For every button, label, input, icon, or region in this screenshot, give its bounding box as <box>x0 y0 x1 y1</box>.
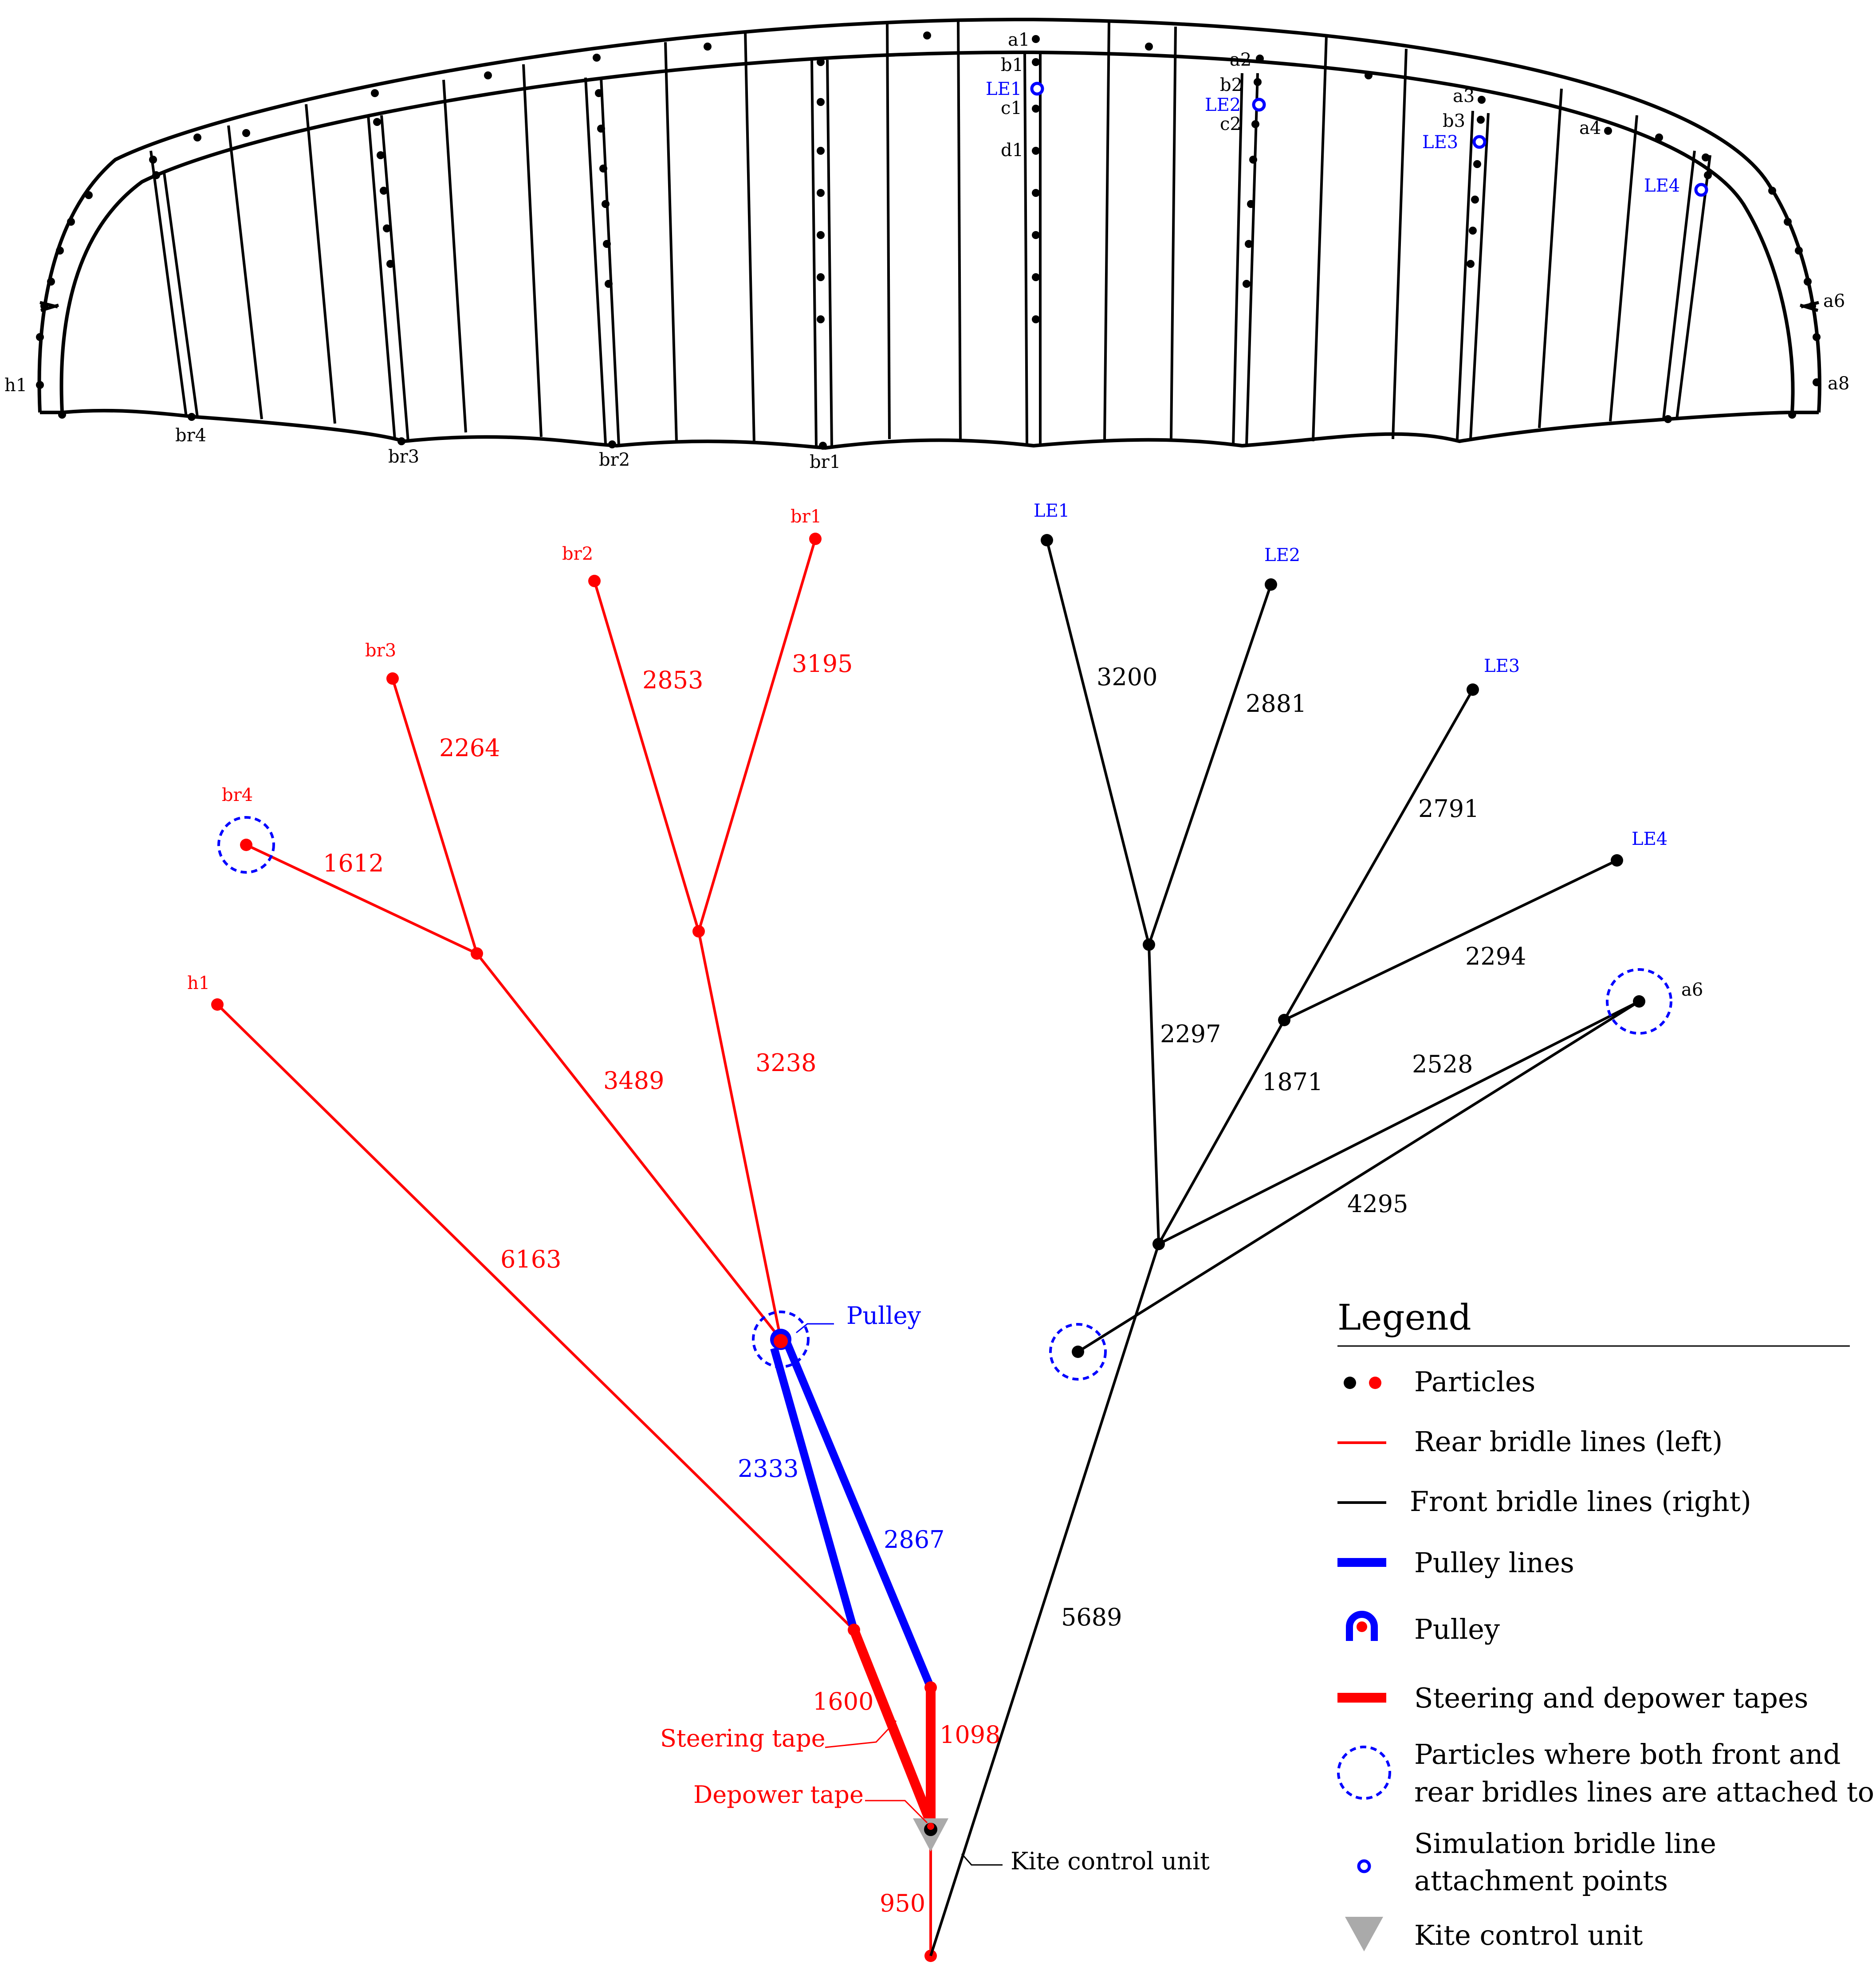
length-le3: 2791 <box>1418 795 1479 823</box>
kite-label-a3: a3 <box>1453 86 1475 106</box>
kite-label-d1: d1 <box>1001 140 1023 161</box>
legend-shared-2: rear bridles lines are attached to <box>1414 1776 1874 1808</box>
legend-pulley-lines: Pulley lines <box>1414 1546 1574 1579</box>
length-le2: 2881 <box>1246 690 1306 718</box>
legend: Legend Particles Rear bridle lines (left… <box>1337 1297 1874 1951</box>
legend-sim-1: Simulation bridle line <box>1414 1827 1716 1860</box>
legend-pulley: Pulley <box>1414 1613 1500 1645</box>
tip-hooks <box>39 301 1819 312</box>
length-pulley-left: 2333 <box>738 1455 798 1483</box>
node-label-br2: br2 <box>562 544 593 564</box>
kite-label-br3: br3 <box>388 447 419 467</box>
legend-shared-icon <box>1337 1746 1391 1800</box>
kite-ribs <box>149 20 1711 446</box>
node-label-le2: LE2 <box>1264 545 1300 565</box>
kite-label-le4: LE4 <box>1644 176 1680 196</box>
leader-lines <box>796 1323 1003 1866</box>
node-label-le4: LE4 <box>1632 829 1668 849</box>
kite-label-h1: h1 <box>4 375 27 396</box>
kite-label-br4: br4 <box>175 425 206 446</box>
node-label-br3: br3 <box>365 640 396 661</box>
depower-tape-label: Depower tape <box>693 1781 864 1809</box>
legend-title: Legend <box>1337 1297 1471 1338</box>
length-le4: 2294 <box>1465 942 1526 970</box>
kite-label-le2: LE2 <box>1205 95 1241 115</box>
kite-label-b2: b2 <box>1220 75 1243 95</box>
length-br-mid: 3489 <box>603 1067 664 1095</box>
node-label-le1: LE1 <box>1034 501 1070 521</box>
legend-particle-black <box>1344 1377 1356 1389</box>
pulley-label: Pulley <box>846 1302 921 1330</box>
length-bottom: 950 <box>880 1889 925 1917</box>
legend-tapes: Steering and depower tapes <box>1414 1682 1808 1714</box>
front-particles <box>1041 534 1645 1358</box>
steering-depower-tapes <box>849 1628 936 1825</box>
kite-label-a1: a1 <box>1008 30 1030 50</box>
legend-particles: Particles <box>1414 1366 1535 1398</box>
kite-points <box>36 31 1821 450</box>
kite-label-le1: LE1 <box>986 79 1022 99</box>
node-label-h1: h1 <box>187 973 210 993</box>
length-a6-lower: 4295 <box>1347 1190 1408 1218</box>
kite-label-le3: LE3 <box>1422 132 1458 153</box>
length-h1: 6163 <box>500 1245 561 1273</box>
kite-label-a6: a6 <box>1823 291 1845 311</box>
kite-label-br2: br2 <box>599 450 630 470</box>
length-depower: 1098 <box>940 1721 1000 1749</box>
length-front-mid: 1871 <box>1262 1068 1323 1096</box>
node-label-br1: br1 <box>791 506 822 527</box>
kite-label-b1: b1 <box>1001 55 1023 75</box>
legend-shared-1: Particles where both front and <box>1414 1738 1841 1770</box>
legend-front: Front bridle lines (right) <box>1410 1485 1751 1518</box>
legend-particle-red <box>1369 1377 1381 1389</box>
length-pulley-right: 2867 <box>884 1526 944 1554</box>
steering-tape-label: Steering tape <box>660 1724 826 1752</box>
length-br1: 3195 <box>792 650 853 678</box>
pulley-lines <box>770 1342 935 1689</box>
node-label-le3: LE3 <box>1484 656 1520 676</box>
pulley-symbol <box>770 1329 791 1350</box>
shared-particles <box>217 816 1672 1381</box>
legend-sim-2: attachment points <box>1414 1864 1668 1897</box>
legend-pulley-icon-dot <box>1357 1621 1367 1632</box>
kite-label-a2: a2 <box>1230 50 1251 70</box>
rear-particles <box>211 533 937 1962</box>
front-bridle-lines <box>929 540 1640 1956</box>
legend-pulley-icon <box>1346 1611 1378 1641</box>
kcu-label: Kite control unit <box>1011 1847 1210 1875</box>
node-label-a6: a6 <box>1681 980 1703 1000</box>
rear-bridle-lines <box>216 538 932 1956</box>
length-a6-upper: 2528 <box>1412 1050 1473 1078</box>
legend-rear: Rear bridle lines (left) <box>1414 1425 1723 1458</box>
length-front-upper: 2297 <box>1160 1020 1221 1048</box>
kite-label-c2: c2 <box>1220 114 1241 134</box>
leading-edge-inner <box>59 50 1795 413</box>
node-label-br4: br4 <box>222 785 253 805</box>
length-br2: 2853 <box>642 666 703 694</box>
legend-kcu: Kite control unit <box>1414 1919 1643 1951</box>
kite-label-br1: br1 <box>810 452 841 472</box>
legend-kcu-icon <box>1345 1917 1383 1951</box>
legend-sim-icon <box>1357 1859 1371 1873</box>
length-steering: 1600 <box>813 1688 873 1715</box>
length-front-main: 5689 <box>1061 1603 1122 1631</box>
kite-sim-points <box>1030 82 1708 197</box>
length-le1: 3200 <box>1097 663 1157 691</box>
kite-label-c1: c1 <box>1001 98 1022 118</box>
kcu-particle-red <box>927 1823 934 1830</box>
length-br-main: 3238 <box>755 1049 816 1077</box>
length-br4: 1612 <box>323 849 384 877</box>
kite-label-b3: b3 <box>1443 111 1465 131</box>
trailing-edge <box>40 408 1819 450</box>
kite-label-a8: a8 <box>1828 373 1849 394</box>
length-br3: 2264 <box>439 734 500 762</box>
kite-label-a4: a4 <box>1579 118 1601 138</box>
